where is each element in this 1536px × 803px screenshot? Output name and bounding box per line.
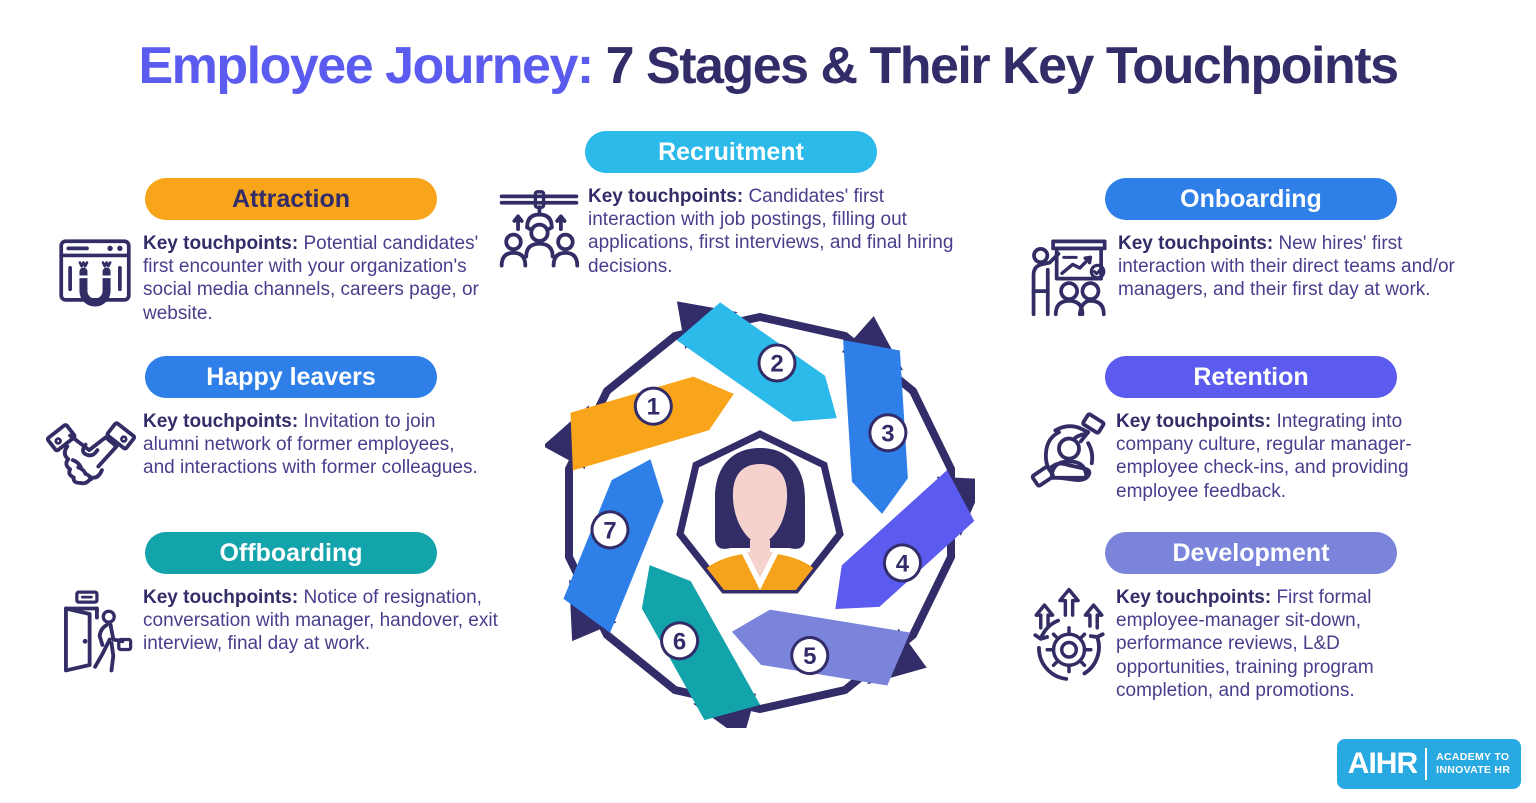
offboarding-key-label: Key touchpoints: [143,587,299,608]
development-description: Key touchpoints: First formal employee-m… [1116,586,1456,702]
title-highlight: Employee Journey: [138,37,606,95]
happy-leavers-badge-label: Happy leavers [206,362,376,391]
offboarding-badge-label: Offboarding [219,538,363,567]
happy-leavers-text: Invitation to join alumni network of for… [143,411,478,479]
aihr-logo-divider [1425,748,1428,780]
claw-picking-candidate-icon [498,185,588,277]
offboarding-badge: Offboarding [145,532,437,574]
onboarding-description: Key touchpoints: New hires' first intera… [1118,232,1478,302]
wheel-segment-recruitment: 2 [676,301,837,422]
segment-number-circle [757,343,797,383]
offboarding-text: Notice of resignation, conversation with… [143,587,498,655]
hands-holding-employee-icon [1028,410,1116,500]
aihr-logo-tagline: ACADEMY TO INNOVATE HR [1436,751,1510,776]
wheel-segment-development: 5 [731,609,927,686]
segment-number-circle [590,510,630,550]
title-rest: 7 Stages & Their Key Touchpoints [605,37,1399,95]
section-retention: Retention Key touchpoints: Integrati [1028,356,1482,503]
happy-leavers-badge: Happy leavers [145,356,437,398]
onboarding-key-label: Key touchpoints: [1118,233,1274,254]
section-onboarding: Onboarding [1030,178,1482,320]
aihr-logo-brand: AIHR [1347,747,1418,780]
segment-number: 3 [881,420,894,447]
offboarding-description: Key touchpoints: Notice of resignation, … [143,586,500,656]
recruitment-description: Key touchpoints: Candidates' first inter… [588,185,973,278]
recruitment-key-label: Key touchpoints: [588,186,744,207]
section-recruitment: Recruitment [498,131,973,278]
segment-number: 2 [770,351,783,378]
recruitment-badge: Recruitment [585,131,877,173]
happy-leavers-description: Key touchpoints: Invitation to join alum… [143,410,491,480]
aihr-logo: AIHR ACADEMY TO INNOVATE HR [1337,739,1521,789]
section-happy-leavers: Happy leavers Key touc [45,356,500,492]
avatar-face [732,464,788,546]
retention-description: Key touchpoints: Integrating into compan… [1116,410,1468,503]
attraction-text: Potential candidates' first encounter wi… [143,233,479,324]
segment-number: 5 [803,643,816,670]
segment-number-circle [660,621,700,661]
exit-door-icon [55,586,143,682]
recruitment-badge-label: Recruitment [658,137,804,166]
segment-number: 6 [673,628,686,655]
section-attraction: Attraction [55,178,500,325]
page-title: Employee Journey: 7 Stages & Their Key T… [0,36,1536,96]
section-offboarding: Offboarding [55,532,500,682]
retention-text: Integrating into company culture, regula… [1116,411,1412,502]
retention-badge: Retention [1105,356,1397,398]
development-key-label: Key touchpoints: [1116,587,1272,608]
happy-leavers-key-label: Key touchpoints: [143,411,299,432]
gear-growth-arrows-icon [1028,586,1116,688]
retention-badge-label: Retention [1193,362,1309,391]
avatar-chest [747,552,773,578]
segment-number: 1 [647,394,660,421]
businesswoman-avatar [691,448,829,590]
aihr-tagline-line2: INNOVATE HR [1436,764,1511,776]
attraction-description: Key touchpoints: Potential candidates' f… [143,232,495,325]
attraction-badge: Attraction [145,178,437,220]
development-text: First formal employee-manager sit-down, … [1116,587,1374,701]
development-badge: Development [1105,532,1397,574]
onboarding-badge: Onboarding [1105,178,1397,220]
aihr-tagline-line1: ACADEMY TO [1436,751,1510,764]
development-badge-label: Development [1172,538,1330,567]
presentation-training-icon [1030,232,1118,320]
attraction-key-label: Key touchpoints: [143,233,299,254]
employee-journey-wheel: 2 3 4 5 [542,298,985,740]
recruitment-text: Candidates' first interaction with job p… [588,186,954,277]
segment-shape [676,302,837,422]
handshake-icon [45,410,143,492]
segment-number: 7 [603,517,616,544]
magnet-browser-icon [55,232,143,318]
segment-shape [835,470,975,609]
wheel-segment-offboarding: 6 [641,565,761,740]
onboarding-badge-label: Onboarding [1180,184,1322,213]
segment-number-circle [633,386,673,426]
wheel-segment-happy-leavers: 7 [563,459,664,642]
onboarding-text: New hires' first interaction with their … [1118,233,1455,301]
segment-number-circle [790,636,830,676]
wheel-segment-onboarding: 3 [841,316,908,514]
segment-number-circle [868,413,908,453]
attraction-badge-label: Attraction [231,184,351,213]
retention-key-label: Key touchpoints: [1116,411,1272,432]
segment-shape [641,565,761,721]
section-development: Development [1028,532,1482,702]
segment-number: 4 [896,550,910,577]
segment-number-circle [882,543,922,583]
wheel-segment-attraction: 1 [542,376,734,471]
wheel-segment-retention: 4 [835,470,985,609]
